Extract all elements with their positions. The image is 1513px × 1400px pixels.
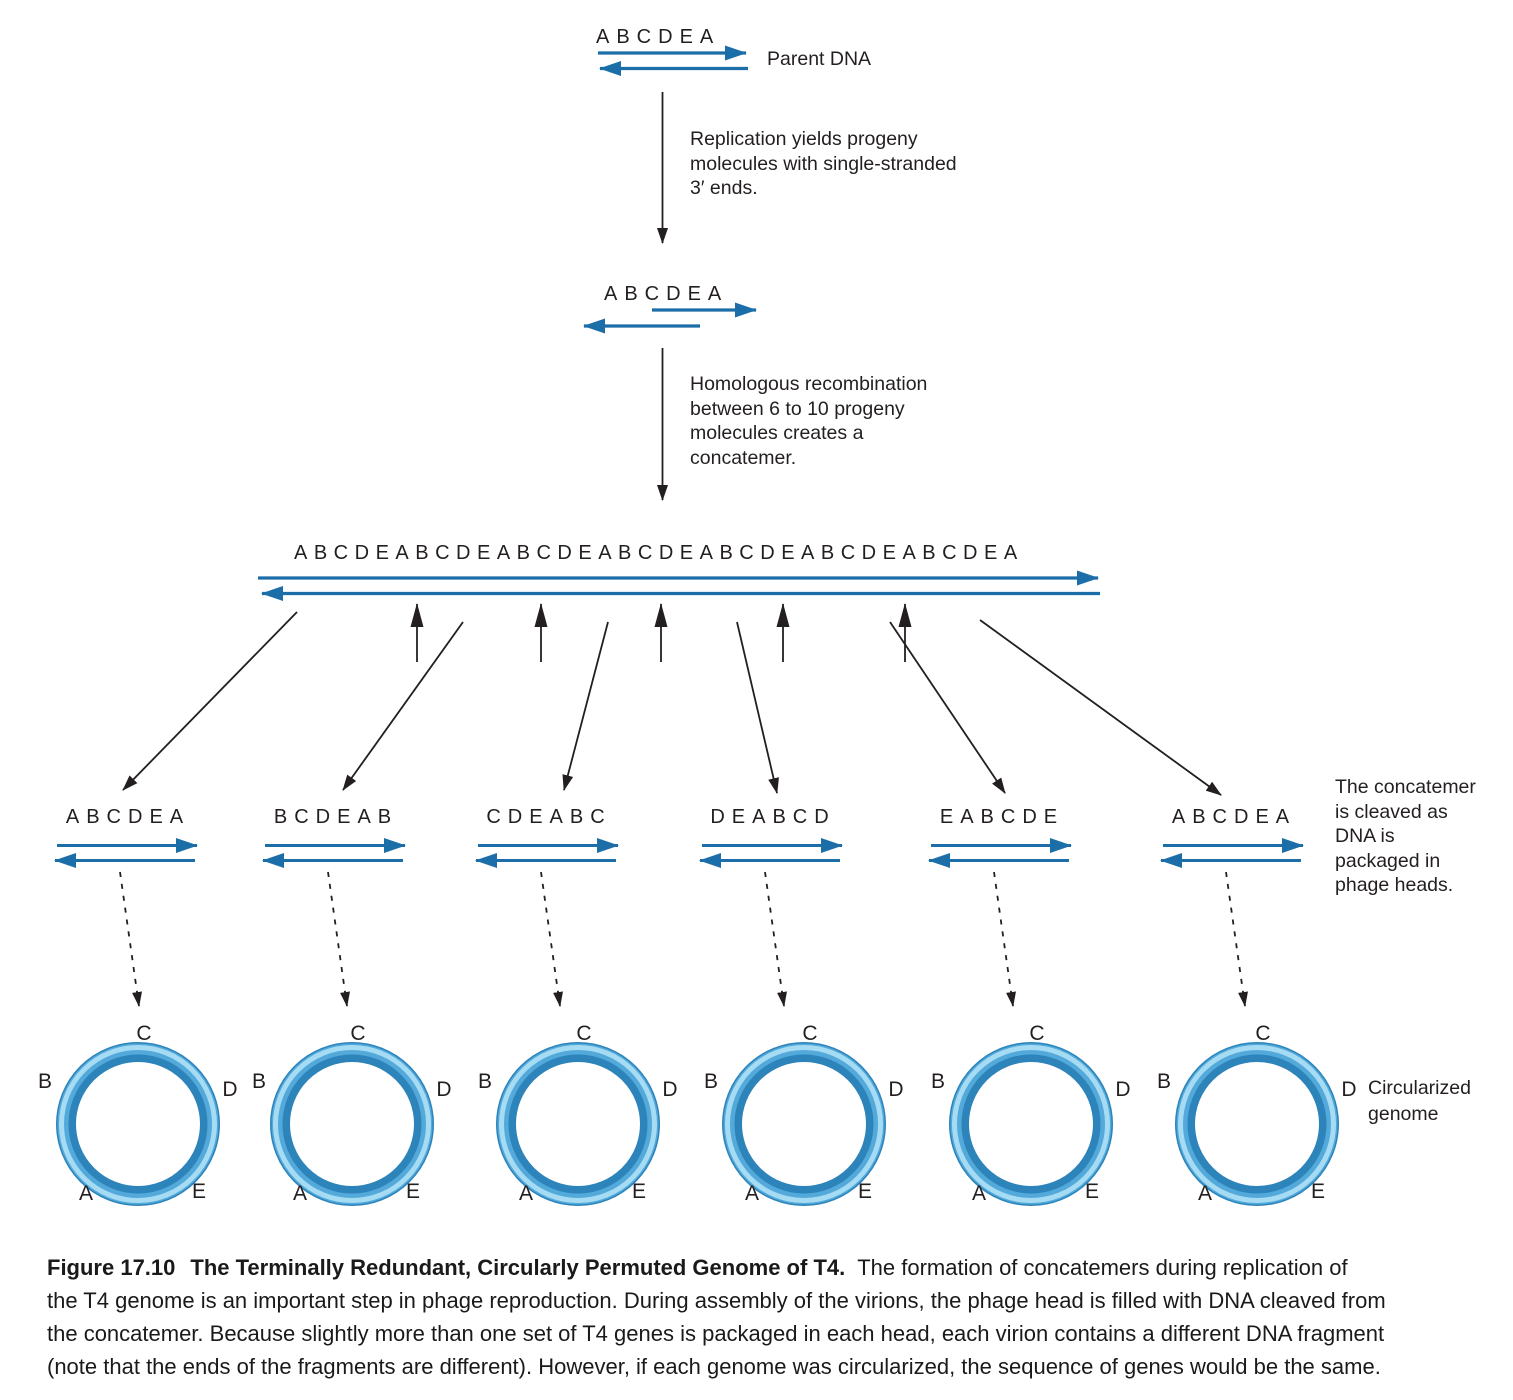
ring-letter-bottom-right: E xyxy=(191,1180,207,1203)
recombination-note-line: Homologous recombination xyxy=(690,373,928,395)
ring-letter-right: D xyxy=(1115,1078,1131,1101)
circularized-genome-label: Circularized genome xyxy=(1368,1076,1471,1127)
ring-letter-left: B xyxy=(37,1070,53,1093)
ring-letter-bottom-left: A xyxy=(971,1182,987,1205)
ring-letter-right: D xyxy=(662,1078,678,1101)
dashed-arrow xyxy=(540,871,563,1007)
ring-letter-right: D xyxy=(1341,1078,1357,1101)
fragment-sequence: BCDEAB xyxy=(273,806,399,828)
ring-letter-bottom-left: A xyxy=(518,1182,534,1205)
diagonal-arrow xyxy=(889,621,1006,794)
ring-letter-bottom-right: E xyxy=(631,1180,647,1203)
ring-letter-top: C xyxy=(802,1022,818,1045)
cleavage-site-arrows xyxy=(410,603,912,662)
circularization-arrows xyxy=(119,871,1248,1007)
ring-letter-left: B xyxy=(251,1070,267,1093)
diagonal-arrow xyxy=(562,621,609,791)
recombination-note-line: concatemer. xyxy=(690,446,797,469)
replication-note: Replication yields progeny molecules wit… xyxy=(690,127,957,201)
dashed-arrow xyxy=(119,871,142,1007)
parent-dna-strands xyxy=(598,45,748,76)
ring-letter-top: C xyxy=(576,1022,592,1045)
concatemer-strands xyxy=(258,570,1100,601)
circular-genome-ring xyxy=(496,1042,660,1206)
ring-letter-top: C xyxy=(136,1022,152,1045)
cleave-note-line: phage heads. xyxy=(1335,874,1454,896)
circular-genomes xyxy=(56,1042,1339,1206)
ring-letter-top: C xyxy=(1029,1022,1045,1045)
circular-genome-ring xyxy=(56,1042,220,1206)
replication-note-line: Replication yields progeny xyxy=(690,128,918,150)
fragment-sequence: EABCDE xyxy=(939,806,1065,828)
dashed-arrow xyxy=(327,871,350,1007)
circular-genome-ring xyxy=(270,1042,434,1206)
ring-letter-right: D xyxy=(222,1078,238,1101)
ring-letter-right: D xyxy=(436,1078,452,1101)
ring-letter-bottom-left: A xyxy=(78,1182,94,1205)
cleave-note-line: is cleaved as xyxy=(1335,800,1448,823)
fragment-pointer-arrows xyxy=(122,611,1222,796)
circular-genome-ring xyxy=(949,1042,1113,1206)
concatemer-sequence: ABCDEABCDEABCDEABCDEABCDEABCDEABCDEA xyxy=(294,542,1024,564)
diagonal-arrow xyxy=(736,621,779,794)
figure-caption: Figure 17.10 The Terminally Redundant, Ci… xyxy=(47,1251,1477,1383)
parent-sequence: ABCDEA xyxy=(596,26,721,48)
fragment-sequence: DEABCD xyxy=(710,806,836,828)
ring-letter-bottom-left: A xyxy=(292,1182,308,1205)
ring-letter-bottom-left: A xyxy=(744,1182,760,1205)
dashed-arrow xyxy=(1225,871,1248,1007)
circularized-genome-label-line: genome xyxy=(1368,1102,1439,1125)
diagonal-arrow xyxy=(979,619,1222,796)
caption-text: The formation of concatemers during repl… xyxy=(857,1255,1348,1280)
ring-letter-right: D xyxy=(888,1078,904,1101)
cleave-note-line: The concatemer xyxy=(1335,776,1476,798)
caption-line-3: the concatemer. Because slightly more th… xyxy=(47,1321,1385,1346)
ring-letter-bottom-left: A xyxy=(1197,1182,1213,1205)
ring-letter-bottom-right: E xyxy=(405,1180,421,1203)
ring-letter-top: C xyxy=(1255,1022,1271,1045)
diagonal-arrow xyxy=(122,611,298,791)
ring-letter-left: B xyxy=(1156,1070,1172,1093)
caption-line-4: (note that the ends of the fragments are… xyxy=(47,1354,1381,1379)
recombination-note-line: between 6 to 10 progeny xyxy=(690,397,905,420)
ring-letter-left: B xyxy=(930,1070,946,1093)
circularized-genome-label-line: Circularized xyxy=(1368,1077,1471,1099)
fragment-sequence: CDEABC xyxy=(486,806,612,828)
cleave-note-line: DNA is xyxy=(1335,825,1395,847)
replication-note-line: 3′ ends. xyxy=(690,177,758,199)
ring-letter-bottom-right: E xyxy=(857,1180,873,1203)
ring-letter-left: B xyxy=(703,1070,719,1093)
ring-letter-bottom-right: E xyxy=(1084,1180,1100,1203)
progeny-dna-strands xyxy=(583,302,757,334)
ring-letter-left: B xyxy=(477,1070,493,1093)
caption-line-2: the T4 genome is an important step in ph… xyxy=(47,1288,1386,1313)
ring-letter-top: C xyxy=(350,1022,366,1045)
figure-title: The Terminally Redundant, Circularly Per… xyxy=(190,1255,846,1280)
progeny-sequence: ABCDEA xyxy=(604,283,729,305)
caption-line-1: Figure 17.10 The Terminally Redundant, Ci… xyxy=(47,1251,1477,1284)
recombination-note: Homologous recombination between 6 to 10… xyxy=(690,372,927,470)
replication-note-line: molecules with single-stranded xyxy=(690,152,957,175)
figure-number: Figure 17.10 xyxy=(47,1255,176,1280)
cleave-note-line: packaged in xyxy=(1335,849,1441,872)
ring-letter-bottom-right: E xyxy=(1310,1180,1326,1203)
circular-genome-ring xyxy=(722,1042,886,1206)
fragment-strands xyxy=(54,838,1304,868)
dashed-arrow xyxy=(764,871,787,1007)
cleave-note: The concatemer is cleaved as DNA is pack… xyxy=(1335,775,1476,898)
circular-genome-ring xyxy=(1175,1042,1339,1206)
diagonal-arrow xyxy=(342,621,464,791)
fragment-sequence: ABCDEA xyxy=(65,806,191,828)
dashed-arrow xyxy=(993,871,1016,1007)
parent-dna-label: Parent DNA xyxy=(767,48,872,70)
fragment-sequence: ABCDEA xyxy=(1171,806,1297,828)
recombination-note-line: molecules creates a xyxy=(690,422,864,444)
